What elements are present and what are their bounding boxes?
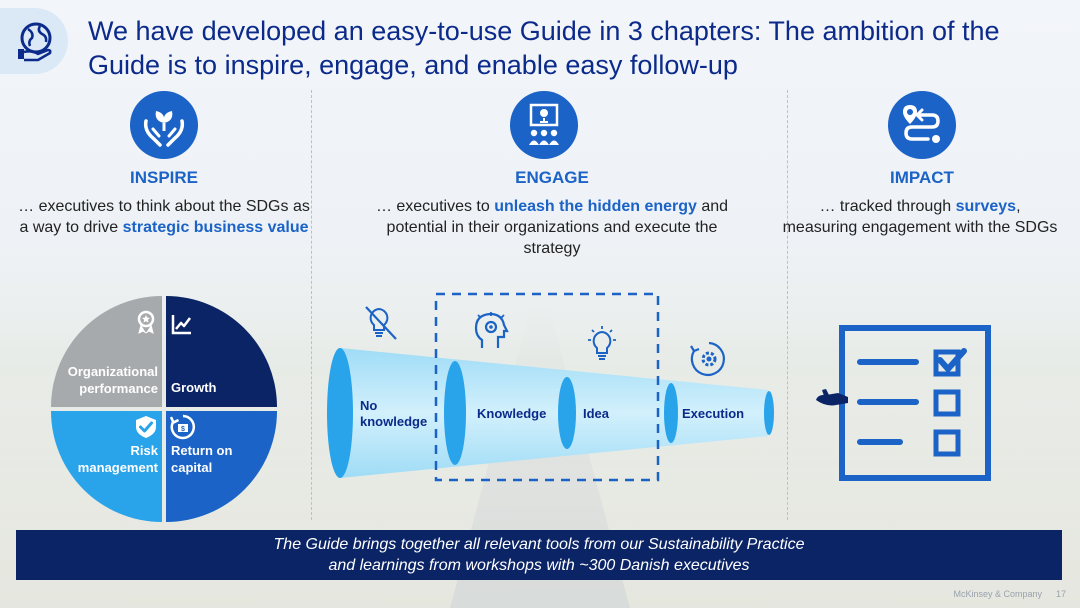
engage-text: … executives to unleash the hidden energ… [362, 196, 742, 259]
checklist-icon [816, 325, 991, 481]
inspire-heading: INSPIRE [129, 168, 199, 187]
quadrant-label-risk-management: Risk management [77, 443, 158, 475]
column-divider-2 [787, 90, 788, 520]
route-icon [903, 105, 940, 143]
impact-text-post: , measuring engagement with the SDGs [782, 198, 1058, 236]
page-title: We have developed an easy-to-use Guide i… [88, 16, 1000, 80]
page-number: 17 [1055, 589, 1066, 599]
impact-text-bold: surveys [955, 198, 1017, 215]
svg-text:$: $ [181, 426, 185, 433]
column-divider-1 [311, 90, 312, 520]
medal-icon [137, 310, 155, 334]
engage-icon-badge [510, 91, 578, 159]
engage-heading: ENGAGE [515, 168, 589, 187]
presentation-audience-icon [529, 103, 559, 145]
lightbulb-icon [588, 326, 616, 360]
funnel-label-no-knowledge: No knowledge [360, 398, 428, 429]
growth-chart-icon [171, 315, 191, 335]
quadrant-label-return-on-capital: Return on capital [171, 443, 233, 475]
quadrant-bottom-left [51, 411, 162, 522]
engage-text-bold: unleash the hidden energy [494, 198, 697, 215]
funnel-label-knowledge: Knowledge [477, 406, 547, 421]
footer-line-2: and learnings from workshops with ~300 D… [328, 557, 750, 574]
globe-hand-icon [18, 22, 52, 62]
corner-badge [0, 8, 68, 74]
impact-text-pre: … tracked through [819, 198, 956, 215]
quadrant-label-growth: Growth [171, 380, 217, 395]
impact-heading: IMPACT [890, 168, 954, 187]
quadrant-label-organizational-performance: Organizational performance [67, 364, 158, 396]
funnel-ring-3 [558, 377, 576, 449]
impact-text: … tracked through surveys, measuring eng… [782, 196, 1058, 238]
engagement-funnel [327, 292, 774, 482]
impact-icon-badge [888, 91, 956, 159]
source-credit: McKinsey & Company [953, 589, 1042, 599]
quadrant-bottom-right [166, 411, 277, 522]
funnel-label-execution: Execution [682, 406, 745, 421]
inspire-text-bold: strategic business value [122, 219, 309, 236]
footer-banner: The Guide brings together all relevant t… [16, 530, 1062, 580]
funnel-ring-2 [444, 361, 466, 465]
inspire-text-pre: … executives to think about the SDGs as … [18, 198, 310, 236]
funnel-ring-5 [764, 391, 774, 435]
footer-line-1: The Guide brings together all relevant t… [273, 536, 805, 553]
engage-text-post: and potential in their organizations and… [386, 198, 729, 257]
inspire-icon-badge [130, 91, 198, 159]
funnel-ring-4 [664, 383, 678, 443]
plant-hands-icon [143, 111, 185, 147]
engage-dashed-box [434, 292, 660, 482]
gear-cycle-icon [690, 341, 725, 377]
funnel-label-idea: Idea [583, 406, 610, 421]
quadrant-top-right [166, 296, 277, 407]
funnel-ring-1 [327, 348, 353, 478]
quadrant-top-left [51, 296, 162, 407]
inspire-text: … executives to think about the SDGs as … [14, 196, 314, 238]
engage-text-pre: … executives to [375, 198, 495, 215]
head-gear-icon [474, 312, 509, 348]
value-quadrant-circle [51, 296, 277, 522]
shield-check-icon [136, 416, 156, 438]
lightbulb-crossed-icon [365, 306, 397, 340]
money-cycle-icon: $ [170, 414, 196, 440]
